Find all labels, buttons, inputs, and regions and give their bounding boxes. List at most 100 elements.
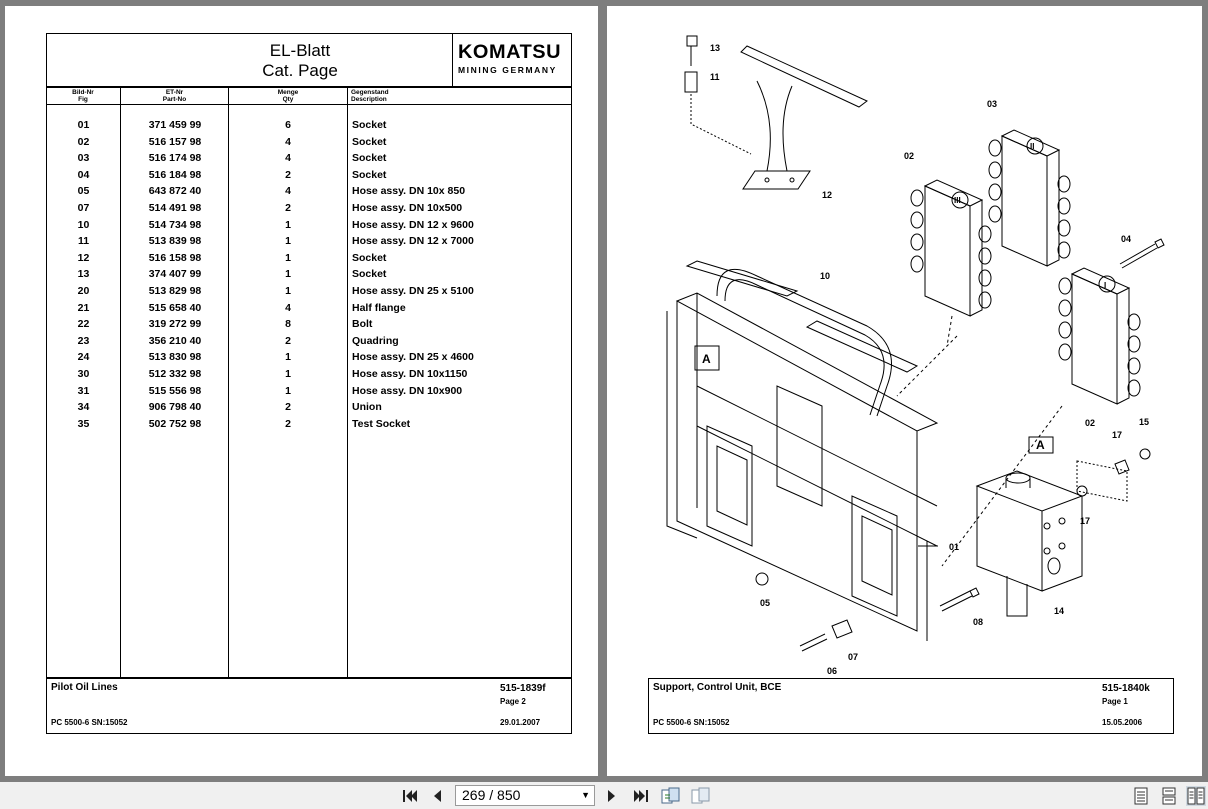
description: Socket: [352, 268, 387, 281]
footer-doc-number: 515-1839f: [500, 683, 546, 694]
dropdown-icon[interactable]: ▼: [581, 790, 590, 800]
drawing-callouts: 13 11 12 03 02 10 04 A 01 02 15 17 A 17 …: [702, 43, 1149, 676]
logo-brand: KOMATSU: [458, 42, 562, 63]
part-number: 643 872 40: [148, 185, 202, 198]
nut-05: [755, 572, 769, 586]
drawing-footer-model: PC 5500-6 SN:15052: [653, 718, 730, 727]
two-page-view-button[interactable]: [1186, 786, 1206, 806]
header-frame: [46, 33, 572, 87]
callout-label: A: [702, 352, 711, 366]
first-page-icon: [403, 790, 417, 802]
callout-label: 17: [1112, 430, 1122, 440]
col-header-de: Menge: [277, 89, 299, 96]
fig-number: 21: [77, 301, 90, 314]
quantity: 2: [285, 401, 291, 414]
description: Hose assy. DN 10x1150: [352, 368, 468, 380]
detail-a-box-right: [1028, 436, 1054, 454]
column-divider: [228, 88, 229, 677]
col-header-en: Part-No: [162, 96, 187, 103]
fig-number: 23: [77, 334, 90, 347]
title-line-en: Cat. Page: [262, 61, 338, 80]
description: Socket: [352, 251, 387, 264]
quantity: 1: [285, 384, 291, 397]
logo-subtitle: MINING GERMANY: [458, 65, 557, 75]
part-number: 513 829 98: [148, 285, 202, 297]
part-number: 516 157 98: [148, 135, 202, 148]
description: Quadring: [352, 334, 399, 347]
fig-number: 01: [77, 119, 90, 131]
last-page-button[interactable]: [630, 786, 652, 806]
quantity: 2: [285, 202, 291, 214]
continuous-view-button[interactable]: [660, 786, 682, 806]
description: Hose assy. DN 10x900: [352, 384, 463, 397]
quantity: 2: [285, 334, 291, 347]
quantity: 1: [285, 218, 291, 231]
col-header-de: Gegenstand: [351, 89, 389, 96]
part-number: 514 734 98: [148, 218, 202, 231]
part-number: 374 407 99: [148, 268, 202, 281]
scroll-view-icon: [1162, 787, 1176, 805]
next-page-icon: [608, 790, 615, 802]
part-number: 356 210 40: [148, 334, 202, 347]
part-number: 512 332 98: [148, 368, 202, 380]
quantity: 6: [285, 119, 291, 131]
last-page-icon: [634, 790, 648, 802]
quantity: 1: [285, 268, 291, 281]
footer-title: Pilot Oil Lines: [51, 682, 118, 693]
col-header-de: ET-Nr: [165, 89, 184, 96]
page-indicator: 269 / 850: [462, 787, 521, 803]
exploded-parts-drawing: 13 11 12 03 02 10 04 A 01 02 15 17 A 17 …: [666, 35, 1165, 676]
prev-page-button[interactable]: [428, 786, 446, 806]
valve-01-ports: [1058, 277, 1141, 397]
drawing-footer-title: Support, Control Unit, BCE: [653, 682, 782, 693]
callout-label: 06: [827, 666, 837, 676]
column-header-rule: [46, 104, 572, 105]
description: Hose assy. DN 25 x 5100: [352, 285, 474, 297]
bracket-12-base: [742, 170, 811, 190]
scroll-view-button[interactable]: [1160, 786, 1178, 806]
fit-view-icon: [691, 787, 710, 804]
detail-a-box-left: [694, 345, 720, 371]
description: Hose assy. DN 12 x 7000: [352, 235, 474, 248]
left-catalog-page: [5, 6, 598, 776]
callout-label: 15: [1139, 417, 1149, 427]
callout-label: 02: [904, 151, 914, 161]
hose-10: [716, 268, 892, 417]
fig-number: 05: [77, 185, 90, 198]
fig-number: 20: [77, 285, 90, 297]
callout-label: 01: [949, 542, 959, 552]
page-title: EL-Blatt Cat. Page: [200, 41, 400, 81]
col-header-qty: Menge Qty: [229, 89, 347, 103]
next-page-button[interactable]: [603, 786, 621, 806]
fig-number: 31: [77, 384, 90, 397]
quantity: 4: [285, 301, 291, 314]
roman-iii-circle: [951, 191, 969, 209]
roman-ii-circle: [1026, 137, 1044, 155]
col-header-description: Gegenstand Description: [351, 89, 389, 103]
fit-view-button[interactable]: [690, 786, 712, 806]
description: Hose assy. DN 10x500: [352, 202, 463, 214]
viewer-toolbar: 269 / 850 ▼: [0, 782, 1208, 809]
column-divider: [120, 88, 121, 677]
part-number: 516 184 98: [148, 168, 202, 181]
valve-block-14: [975, 470, 1084, 592]
drawing-footer-page: Page 1: [1102, 697, 1128, 706]
continuous-view-icon: [661, 787, 680, 804]
first-page-button[interactable]: [400, 786, 420, 806]
description: Hose assy. DN 12 x 9600: [352, 218, 474, 231]
drawing-footer-date: 15.05.2006: [1102, 718, 1143, 727]
valve-block-01: [1071, 273, 1118, 405]
single-page-view-button[interactable]: [1132, 786, 1150, 806]
footer-date: 29.01.2007: [500, 718, 541, 727]
bolt-13: [686, 35, 698, 66]
page-number-input[interactable]: 269 / 850 ▼: [455, 785, 595, 806]
col-header-en: Fig: [78, 96, 88, 103]
callout-label: 05: [760, 598, 770, 608]
socket-11: [684, 71, 698, 93]
callout-label: 10: [820, 271, 830, 281]
description: Bolt: [352, 318, 373, 331]
drawing-footer-doc-number: 515-1840k: [1102, 683, 1150, 694]
part-number: 516 158 98: [148, 251, 202, 264]
roman-i-circle: [1098, 275, 1116, 293]
fig-number: 24: [77, 351, 90, 364]
